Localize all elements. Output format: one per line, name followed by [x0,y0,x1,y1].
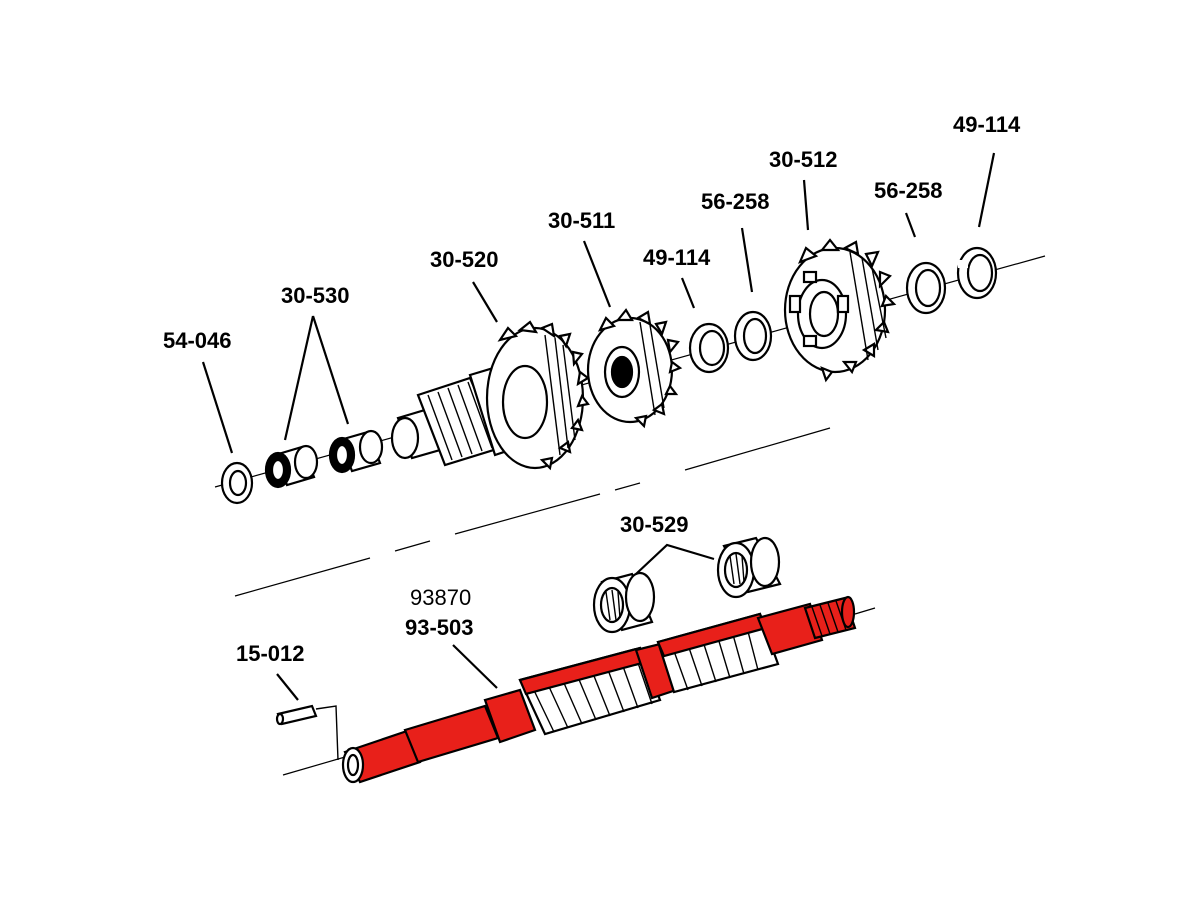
snap-ring-49-114-a [688,322,730,374]
leader-56-258-b [904,212,917,238]
label-56-258-second: 56-258 [874,178,943,203]
leader-54-046 [201,361,234,454]
gear-30-520 [390,320,590,471]
leader-30-520 [472,281,498,323]
gear-30-511 [586,308,683,429]
pin-15-012 [275,704,318,726]
label-30-520: 30-520 [430,247,499,272]
thrust-washer-56-258-b [905,261,947,315]
label-30-512: 30-512 [769,147,838,172]
snap-ring-49-114-b [956,246,998,300]
separator-dash-line [234,427,831,597]
mainshaft-93-503 [341,595,857,784]
needle-bearing-30-529-a [592,571,656,634]
leader-15-012 [276,673,299,701]
label-56-258-first: 56-258 [701,189,770,214]
leader-30-530-b [311,315,350,425]
label-93870: 93870 [410,585,471,610]
part-labels: 54-046 30-530 30-520 30-511 49-114 56-25… [163,112,1021,666]
leader-lines [201,152,996,701]
leader-49-114-a [680,277,696,309]
label-15-012: 15-012 [236,641,305,666]
leader-30-511 [582,240,612,308]
label-93-503: 93-503 [405,615,474,640]
label-49-114-first: 49-114 [643,245,711,270]
leader-49-114-b [977,152,996,228]
pin-placement-line [315,705,339,761]
lower-assembly-axis [282,607,876,776]
gear-30-512 [783,238,897,383]
label-30-530: 30-530 [281,283,350,308]
washer-54-046 [220,461,254,505]
thrust-washer-56-258-a [733,310,773,362]
bushing-30-530-a [264,444,319,489]
leader-93-503 [452,644,498,689]
bushing-30-530-b [328,429,384,474]
leader-30-512 [802,179,810,231]
leader-30-529 [635,543,715,575]
leader-56-258-a [740,227,754,293]
label-49-114-second: 49-114 [953,112,1021,137]
leader-30-530-a [283,315,315,441]
label-30-511: 30-511 [548,208,615,233]
label-54-046: 54-046 [163,328,232,353]
needle-bearing-30-529-b [716,536,782,599]
label-30-529: 30-529 [620,512,689,537]
